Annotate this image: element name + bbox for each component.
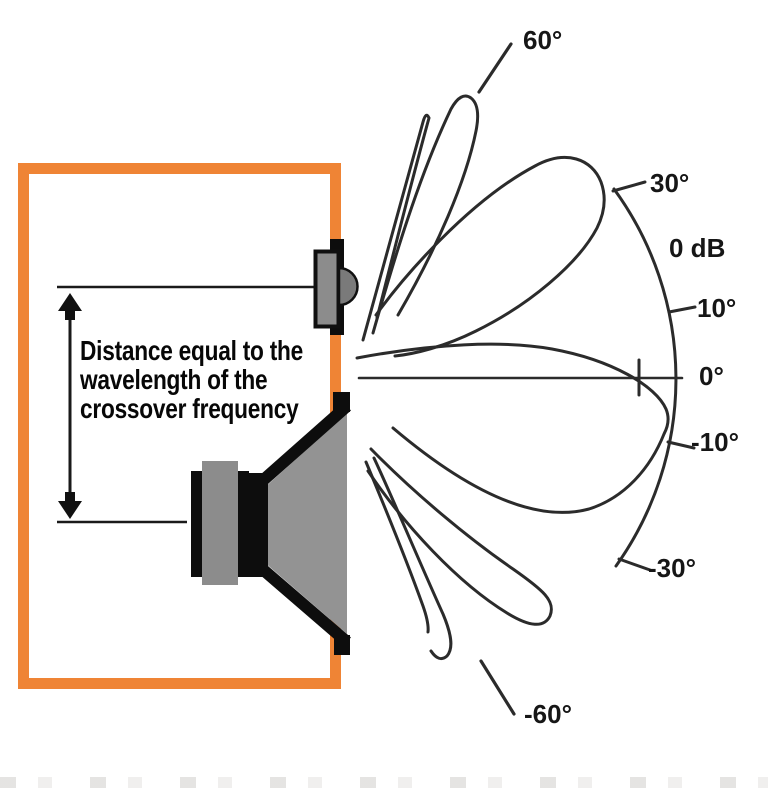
label-0deg: 0° (699, 361, 724, 391)
tick-minus60deg (479, 659, 516, 716)
polar-scale (357, 42, 697, 716)
annotation-line-3: crossover frequency (80, 393, 299, 424)
lobe-minus60deg-left-edge (364, 460, 430, 634)
lobe-30deg (374, 156, 606, 358)
woofer-cone-face (264, 413, 347, 634)
distance-annotation-text: Distance equal to the wavelength of the … (80, 336, 303, 423)
tweeter-body (313, 249, 341, 329)
lobe-minus35deg (366, 447, 553, 626)
tweeter-dome (337, 266, 359, 307)
label-minus30deg: -30° (648, 553, 696, 583)
lobe-75deg-spike (361, 113, 431, 342)
woofer-front-plate (238, 471, 249, 577)
tick-60deg (477, 42, 513, 94)
annotation-line-2: wavelength of the (80, 364, 268, 395)
label-30deg: 30° (650, 168, 690, 198)
woofer-cone-top-wall (256, 401, 351, 488)
woofer (191, 392, 351, 655)
lobe-60deg (371, 94, 480, 335)
lobe-main-0deg (355, 342, 670, 514)
scan-artifact-strip (0, 777, 768, 788)
tick-minus30deg (617, 557, 652, 572)
woofer-voice-coil (247, 473, 268, 577)
woofer-cone-bottom-wall (256, 562, 351, 647)
tweeter (313, 239, 359, 335)
arrow-down-icon (58, 492, 82, 519)
arrow-up-icon (58, 293, 82, 320)
label-10deg: 10° (697, 293, 737, 323)
tick-minus10deg (666, 440, 696, 450)
label-0db: 0 dB (669, 233, 726, 263)
woofer-frame-top-corner (333, 392, 350, 412)
woofer-magnet (202, 461, 238, 585)
polar-lobes (355, 94, 670, 661)
woofer-back-plate (191, 471, 202, 577)
tick-30deg (611, 180, 647, 193)
label-60deg: 60° (523, 25, 563, 55)
label-minus10deg: -10° (691, 427, 739, 457)
annotation-line-1: Distance equal to the (80, 335, 304, 366)
woofer-frame-bottom-corner (334, 635, 350, 655)
tick-10deg (667, 305, 697, 314)
lobe-minus60deg-hook (372, 456, 453, 661)
distance-annotation-graphics (57, 285, 317, 524)
reference-arc-0db (612, 187, 678, 568)
label-minus60deg: -60° (524, 699, 572, 729)
